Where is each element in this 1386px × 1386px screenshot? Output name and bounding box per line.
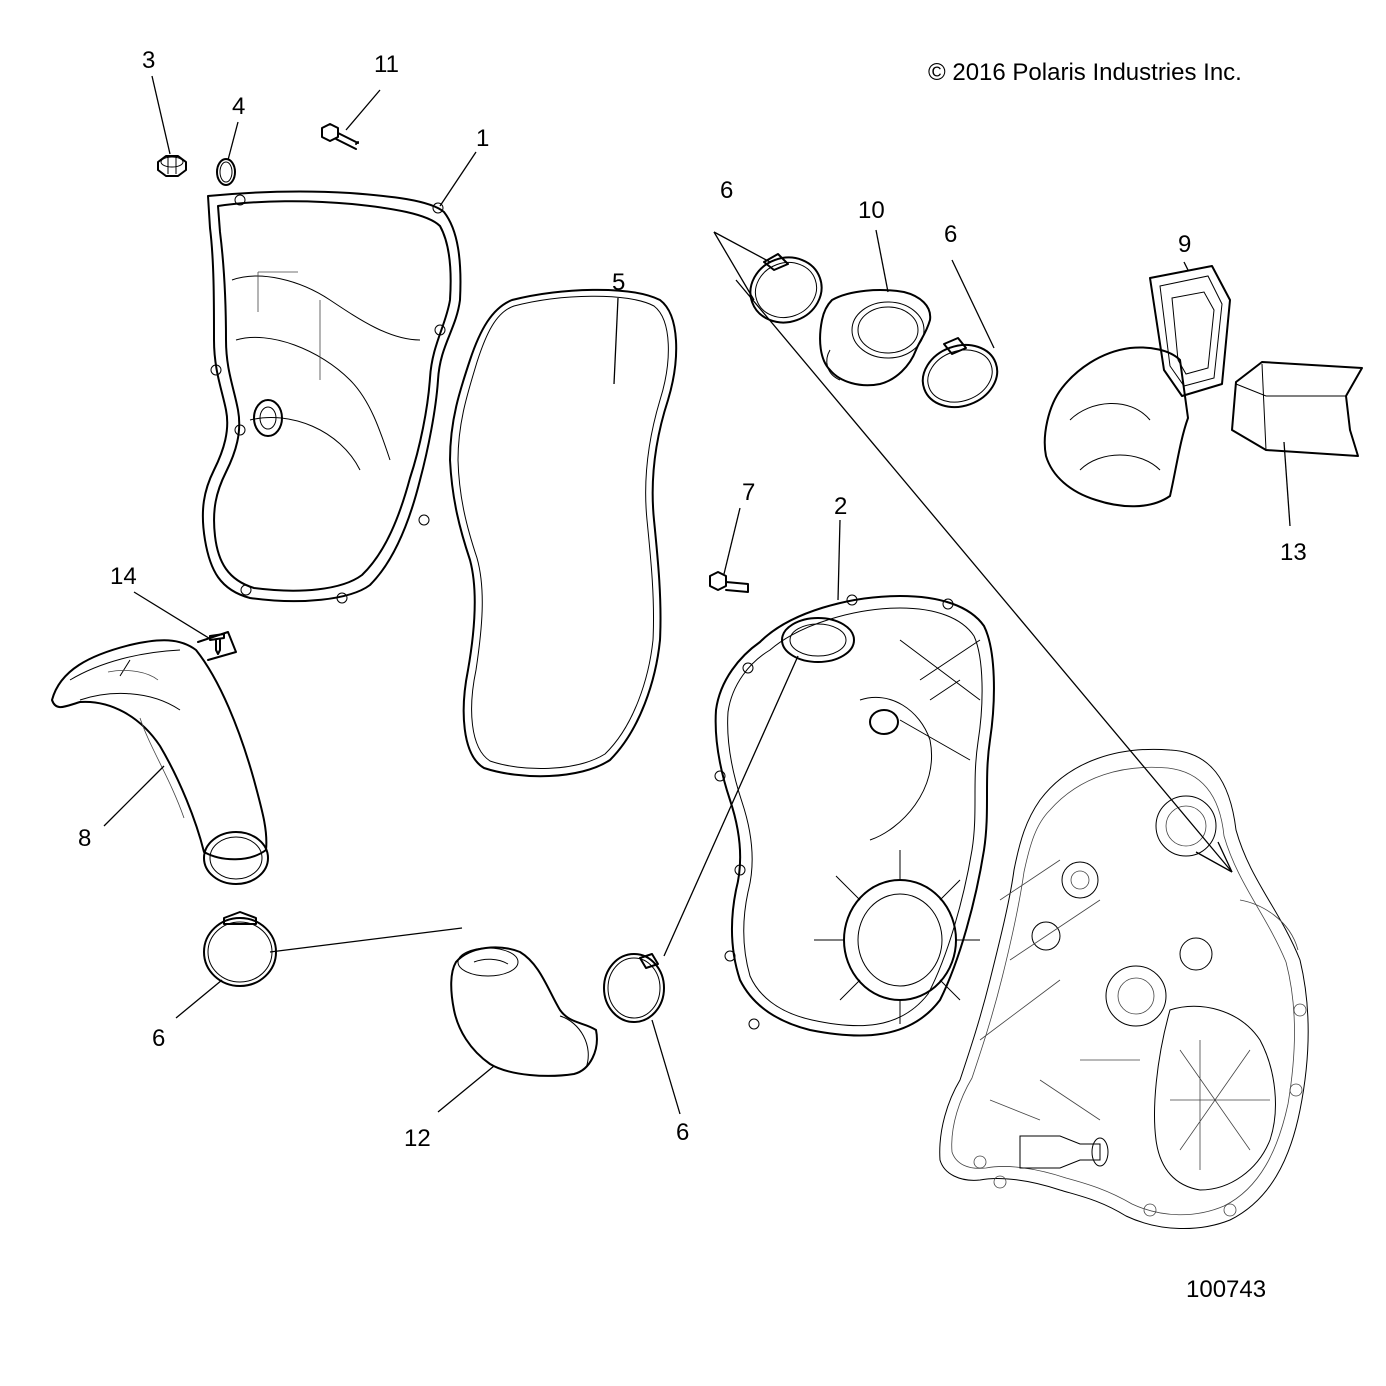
part-11-bolt [321,123,359,150]
part-6-clamp-lower-left [203,911,277,987]
callout-2: 2 [834,493,847,520]
callout-11: 11 [374,51,399,78]
callout-10: 10 [858,197,885,224]
part-13-deflector [1231,361,1363,457]
part-9-intake-boot [1043,265,1231,508]
callout-6-upper-left: 6 [720,177,733,204]
part-10-duct-coupler [819,289,932,387]
part-6-clamp-upper-right [921,337,999,409]
callout-6-lower-left: 6 [152,1025,165,1052]
part-2-inner-clutch-cover [714,594,995,1037]
callout-14: 14 [110,563,137,590]
callout-6-upper-right: 6 [944,221,957,248]
callout-1: 1 [476,125,489,152]
part-5-cover-gasket [449,288,678,778]
callout-7: 7 [742,479,755,506]
callout-labels: 1 2 3 4 5 6 6 6 6 7 8 9 10 11 12 13 14 [78,47,1307,1152]
callout-4: 4 [232,93,245,120]
callout-5: 5 [612,269,625,296]
part-6-clamp-lower-middle [603,953,665,1023]
callout-13: 13 [1280,539,1307,566]
callout-12: 12 [404,1125,431,1152]
transmission-housing [939,748,1309,1230]
leader-lines [103,75,1291,1115]
figure-number: 100743 [1186,1276,1266,1303]
part-3-drain-plug [157,155,187,177]
part-6-clamp-upper-left [749,253,823,324]
callout-9: 9 [1178,231,1191,258]
callout-8: 8 [78,825,91,852]
copyright-notice: © 2016 Polaris Industries Inc. [928,59,1242,86]
part-4-o-ring [216,158,236,186]
part-8-intake-duct [51,631,269,885]
part-12-elbow-duct [450,946,598,1077]
part-1-outer-clutch-cover [201,190,462,604]
part-7-bolt [709,571,749,593]
callout-3: 3 [142,47,155,74]
callout-6-lower-middle: 6 [676,1119,689,1146]
